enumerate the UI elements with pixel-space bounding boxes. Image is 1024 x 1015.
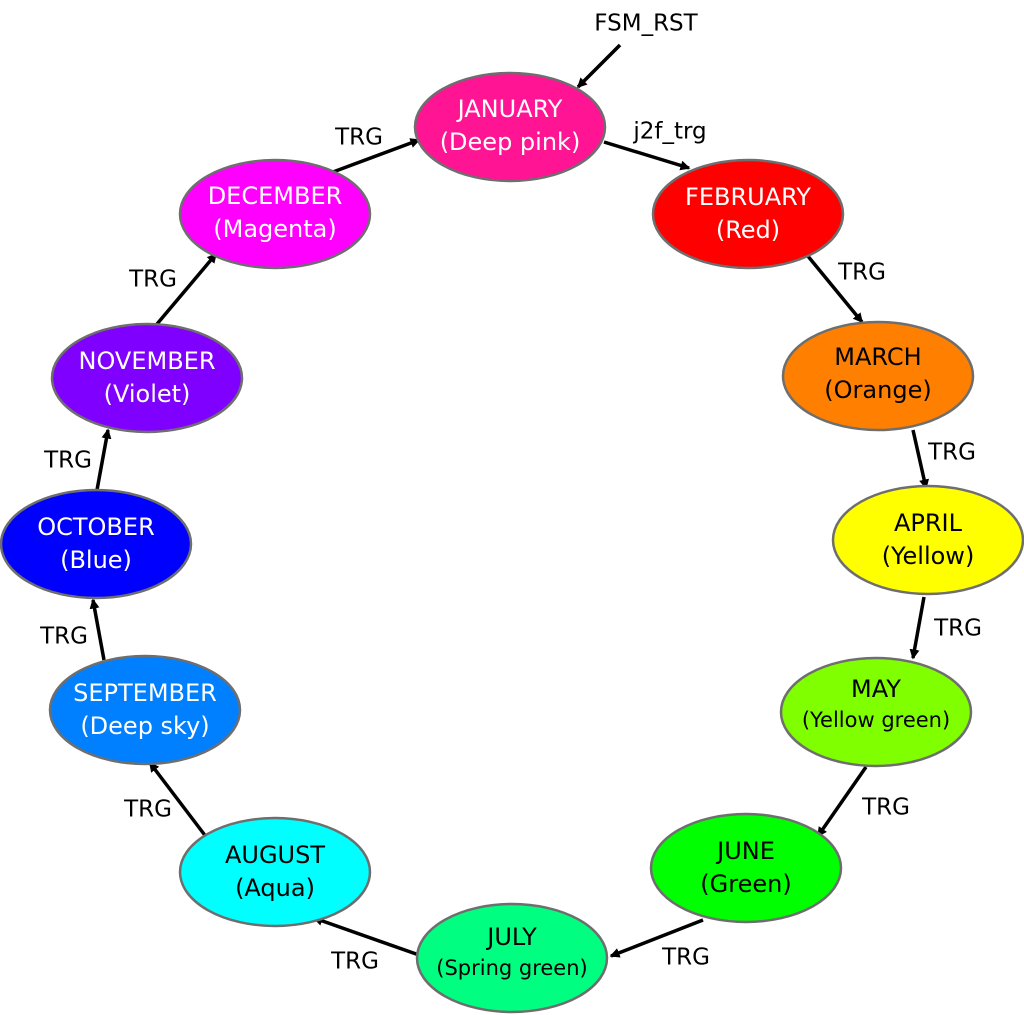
transition-arrow xyxy=(95,428,112,491)
state-name: DECEMBER xyxy=(208,182,343,210)
state-color-name: (Yellow green) xyxy=(802,708,950,732)
state-color-name: (Deep pink) xyxy=(440,128,581,156)
transition-arrow xyxy=(609,918,704,958)
state-name: FEBRUARY xyxy=(685,183,811,211)
state-node xyxy=(178,158,372,270)
transition-arrow xyxy=(911,429,930,490)
state-name: JANUARY xyxy=(456,95,563,123)
state-february[interactable]: FEBRUARY (Red) xyxy=(651,158,845,270)
state-color-name: (Magenta) xyxy=(213,215,336,243)
state-color-name: (Yellow) xyxy=(882,542,975,570)
state-december[interactable]: DECEMBER (Magenta) xyxy=(178,158,372,270)
transition-arrow xyxy=(603,140,691,171)
states: JANUARY (Deep pink) FEBRUARY (Red) MARCH… xyxy=(0,71,1024,1014)
transitions: j2f_trg TRG TRG TRG TRG TRG TRG TRG TRG … xyxy=(39,119,982,975)
state-color-name: (Deep sky) xyxy=(80,712,209,740)
transition-arrow xyxy=(312,916,420,957)
transition-arrow xyxy=(909,596,926,660)
state-november[interactable]: NOVEMBER (Violet) xyxy=(50,322,244,434)
state-node xyxy=(781,320,975,432)
transition-arrow xyxy=(148,761,209,840)
state-name: SEPTEMBER xyxy=(73,679,217,707)
state-node xyxy=(50,322,244,434)
state-name: MARCH xyxy=(834,343,921,371)
state-color-name: (Orange) xyxy=(824,376,931,404)
state-color-name: (Green) xyxy=(700,870,791,898)
state-color-name: (Spring green) xyxy=(436,956,587,980)
transition-label: j2f_trg xyxy=(632,119,706,145)
state-node xyxy=(831,484,1024,596)
state-august[interactable]: AUGUST (Aqua) xyxy=(178,816,372,928)
state-color-name: (Violet) xyxy=(104,380,191,408)
transition-label: TRG xyxy=(43,448,92,474)
state-node xyxy=(413,71,607,183)
transition-label: TRG xyxy=(334,125,383,151)
state-march[interactable]: MARCH (Orange) xyxy=(781,320,975,432)
transition-arrow xyxy=(155,252,218,326)
state-name: JUNE xyxy=(715,837,775,865)
state-october[interactable]: OCTOBER (Blue) xyxy=(0,488,193,600)
transition-label: TRG xyxy=(837,260,886,286)
transition-label: TRG xyxy=(330,949,379,975)
state-node xyxy=(779,656,973,768)
transition-label: TRG xyxy=(933,616,982,642)
transition-arrow xyxy=(89,598,106,661)
state-name: APRIL xyxy=(894,509,963,537)
transition-label: TRG xyxy=(861,795,910,821)
state-node xyxy=(0,488,193,600)
state-june[interactable]: JUNE (Green) xyxy=(649,812,843,924)
state-node xyxy=(178,816,372,928)
state-color-name: (Red) xyxy=(716,216,780,244)
transition-arrow xyxy=(805,253,864,324)
state-name: OCTOBER xyxy=(37,513,155,541)
state-september[interactable]: SEPTEMBER (Deep sky) xyxy=(48,654,242,766)
transition-arrow xyxy=(332,138,421,174)
state-july[interactable]: JULY (Spring green) xyxy=(415,902,609,1014)
state-name: NOVEMBER xyxy=(78,347,215,375)
transition-label: TRG xyxy=(39,624,88,650)
transition-label: TRG xyxy=(128,267,177,293)
state-may[interactable]: MAY (Yellow green) xyxy=(779,656,973,768)
state-name: AUGUST xyxy=(225,841,325,869)
transition-arrow xyxy=(816,766,868,838)
state-node xyxy=(415,902,609,1014)
reset-arrow xyxy=(576,43,622,89)
state-node xyxy=(48,654,242,766)
state-name: JULY xyxy=(485,923,537,951)
reset-label: FSM_RST xyxy=(594,11,698,37)
state-january[interactable]: JANUARY (Deep pink) xyxy=(413,71,607,183)
state-node xyxy=(651,158,845,270)
transition-label: TRG xyxy=(927,440,976,466)
transition-label: TRG xyxy=(123,797,172,823)
state-color-name: (Blue) xyxy=(60,546,132,574)
transition-label: TRG xyxy=(661,945,710,971)
state-color-name: (Aqua) xyxy=(235,874,315,902)
state-node xyxy=(649,812,843,924)
state-name: MAY xyxy=(851,675,901,703)
state-april[interactable]: APRIL (Yellow) xyxy=(831,484,1024,596)
